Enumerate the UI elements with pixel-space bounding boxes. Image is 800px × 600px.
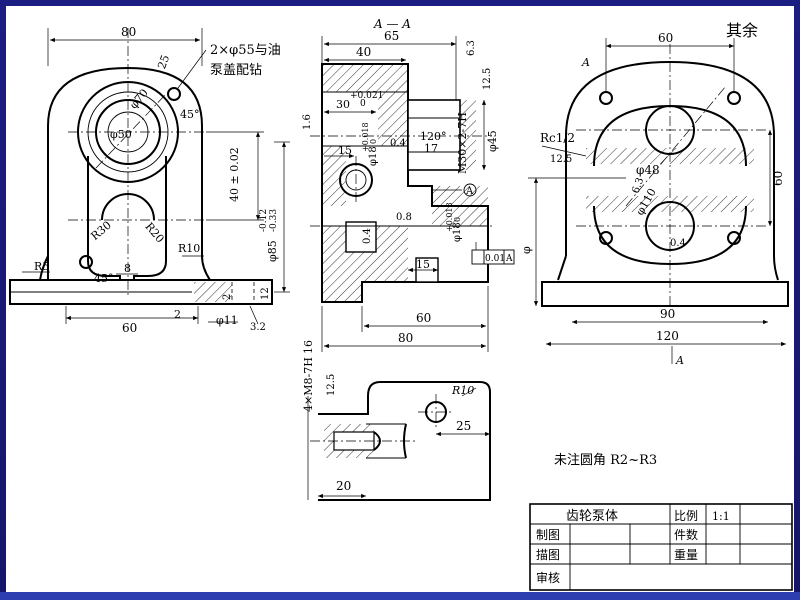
angle-120: 120° [420,130,447,143]
dim-30: 30 [336,98,350,111]
scale-value: 1:1 [712,510,730,523]
rough-04: 0.4 [670,238,686,249]
dia-18a: φ18 [368,146,379,166]
dim-90: 90 [660,307,675,321]
dim-40-section: 40 [356,45,371,59]
rough-63a: 6.3 [466,40,477,56]
depth-16: 16 [302,340,315,354]
tol-18-lower: 0 [369,139,378,144]
tol-frame-ref: A [505,254,513,264]
engineering-drawing: 80 2×φ55与油 泵盖配钻 25 45° φ70 φ50 40 ± 0.02… [9,17,793,591]
tol-frame-value: 0.01 [485,254,505,264]
rough-125a: 12.5 [482,68,493,90]
tol-85-lower: -0.33 [269,209,279,232]
r20: R20 [142,220,166,245]
dia-45: φ45 [486,130,499,152]
rough-25: 25 [155,53,172,71]
dim-65: 65 [384,29,399,43]
dim-40pm: 40 ± 0.02 [228,147,241,202]
dia-50: φ50 [110,128,132,141]
dim-04a: 0.4 [390,138,406,149]
dim-phi: φ [520,246,533,254]
dim-15a: 15 [338,144,352,157]
chamfer-note-2: 泵盖配钻 [210,63,262,78]
drawn-label: 制图 [536,528,560,542]
dim-80-section: 80 [398,331,413,345]
part-name: 齿轮泵体 [566,509,618,524]
section-mark-a2: A [675,354,684,367]
weight-label: 重量 [674,548,698,562]
dia-18b: φ18 [452,222,463,242]
thread-m30: M30×2-7H [456,112,469,174]
slide-bottom-bar [0,592,800,600]
dim-04b: 0.4 [362,228,373,244]
tol-18c: +0.018 [445,202,454,232]
rc12: Rc1/2 [540,131,575,145]
dim-85: φ85 [266,240,279,262]
r10: R10 [178,242,200,255]
rough-125b: 12.5 [550,154,572,165]
dim-20: 20 [336,479,351,493]
dim-60-side-top: 60 [658,31,673,45]
fillet-note: 未注圆角 R2~R3 [554,453,657,468]
section-mark-a: A [581,56,590,69]
dim-2a: 2 [174,308,181,321]
tol-30-upper: +0.021 [350,91,383,101]
dia-11: φ11 [216,314,238,327]
datum-a: A [465,186,474,197]
dim-60-side-right: 60 [771,171,785,186]
section-view: A — A 65 40 6.3 12.5 +0.021 0 30 1.6 +0.… [302,17,515,352]
dim-60-front: 60 [122,321,137,335]
check-label: 审核 [536,570,560,585]
r10-bottom: R10 [451,384,474,397]
tol-18d: 0 [453,217,462,222]
dim-08: 0.8 [396,212,412,223]
traced-label: 描图 [536,548,560,562]
r5: R5 [34,260,49,273]
dim-15b: 15 [416,258,430,271]
bottom-view: 4×M8-7H 16 12.5 R10 25 20 未注圆角 R2~R3 [302,340,657,501]
tol-85-upper: -0.12 [259,209,269,232]
angle-45-top: 45° [180,108,200,121]
front-view: 80 2×φ55与油 泵盖配钻 25 45° φ70 φ50 40 ± 0.02… [9,25,290,335]
thread-m8: 4×M8-7H [302,357,315,412]
dim-60-section: 60 [416,311,431,325]
rough-16: 1.6 [302,114,313,130]
dim-120: 120 [656,329,679,343]
dim-2b: 2 [222,294,233,300]
scale-label: 比例 [674,509,698,523]
drawing-sheet: 80 2×φ55与油 泵盖配钻 25 45° φ70 φ50 40 ± 0.02… [6,6,794,592]
rough-32: 3.2 [250,322,266,333]
rough-125c: 12.5 [326,374,337,396]
dim-12: 12 [260,287,271,300]
r30: R30 [89,219,114,243]
tol-18-upper: +0.018 [361,122,370,152]
dim-8: 8 [124,262,131,275]
dia-48: φ48 [636,163,660,177]
dim-25-bottom: 25 [456,419,471,433]
dim-80: 80 [121,25,136,39]
dim-17: 17 [424,142,438,155]
section-title: A — A [373,17,411,31]
chamfer-note: 2×φ55与油 [210,43,281,58]
tol-30-lower: 0 [360,99,366,109]
rough-63b: 6.3 [630,176,646,195]
count-label: 件数 [674,527,698,542]
angle-45-bottom: 45° [94,272,114,285]
side-view: 其余 60 A Rc1/2 12.5 φ48 6.3 φ110 60 φ 0.4… [520,21,789,367]
rest-note: 其余 [726,21,758,40]
title-block: 齿轮泵体 比例 1:1 制图 件数 描图 重量 审核 [529,503,793,591]
